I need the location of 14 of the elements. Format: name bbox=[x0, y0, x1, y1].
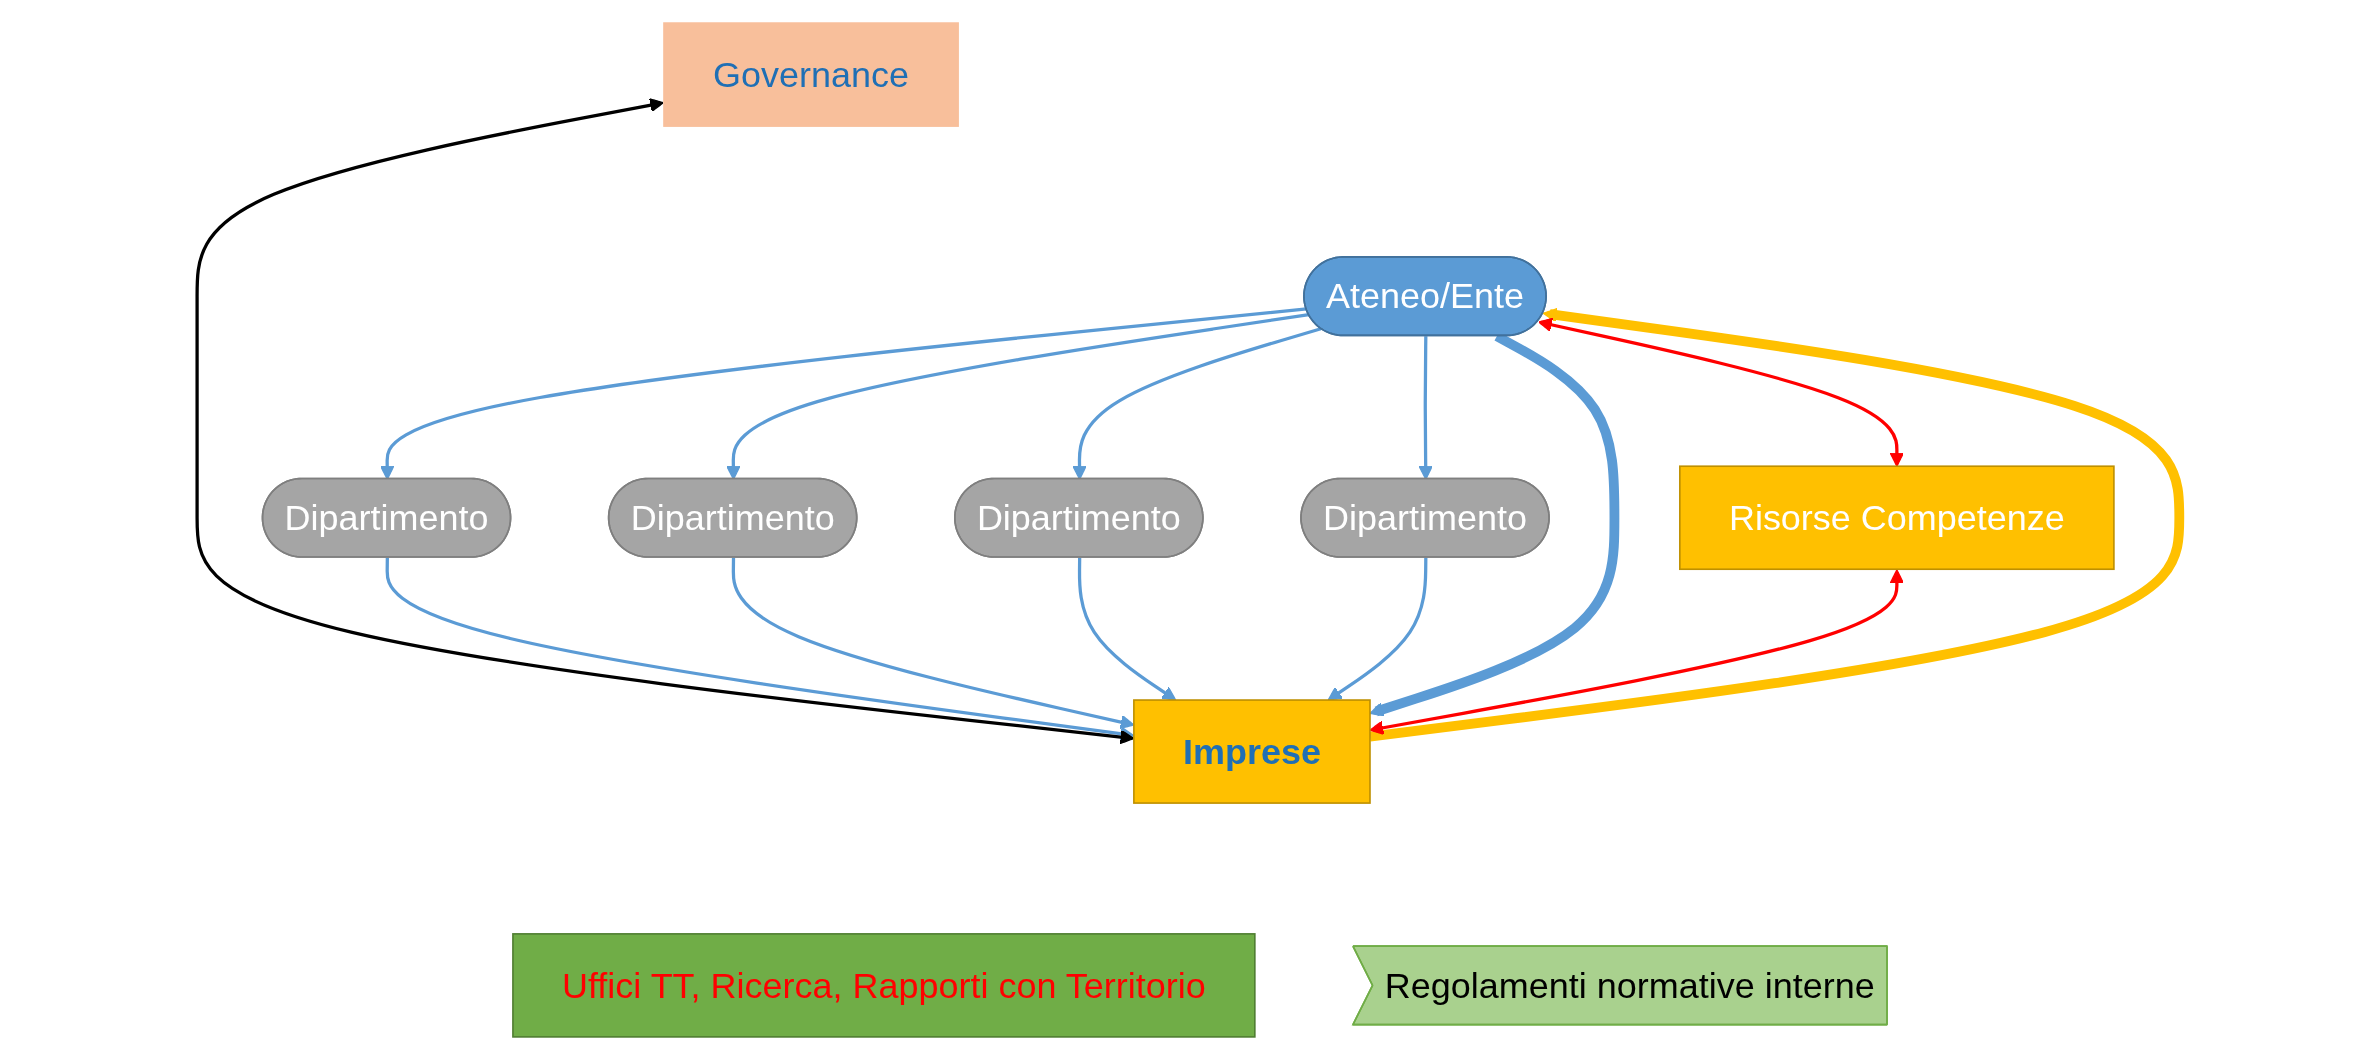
arrow bbox=[1078, 557, 1177, 701]
arrow bbox=[385, 557, 1135, 741]
node-box: Governance bbox=[663, 22, 960, 127]
arrow bbox=[726, 313, 1310, 480]
node-box: Risorse Competenze bbox=[1679, 465, 2115, 571]
arrow bbox=[1418, 336, 1434, 480]
arrow bbox=[1538, 317, 1905, 467]
arrow bbox=[380, 307, 1308, 480]
arrow bbox=[1327, 557, 1428, 701]
arrow bbox=[195, 98, 1135, 745]
arrow bbox=[1072, 327, 1322, 480]
node-box: Uffici TT, Ricerca, Rapporti con Territorio bbox=[512, 933, 1256, 1038]
arrow bbox=[732, 557, 1135, 730]
node-box: Imprese bbox=[1133, 699, 1372, 804]
